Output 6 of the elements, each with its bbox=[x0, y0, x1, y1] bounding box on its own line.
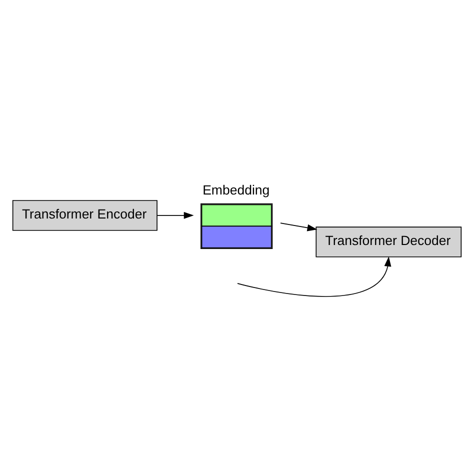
arrow bbox=[156, 212, 194, 219]
node-box: Transformer Decoder bbox=[316, 226, 462, 258]
arrow bbox=[237, 256, 392, 297]
node-label: Embedding bbox=[202, 182, 270, 198]
arrow bbox=[280, 222, 318, 232]
node-box: Transformer Encoder bbox=[12, 200, 158, 231]
